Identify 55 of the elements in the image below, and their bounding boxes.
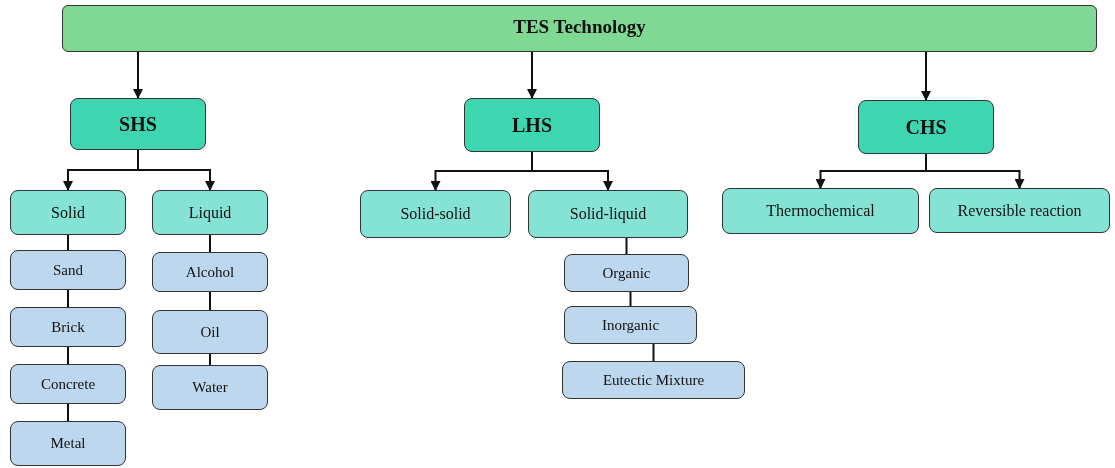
node-label: Solid [51, 203, 85, 222]
arrow [531, 151, 613, 191]
node-label: Oil [200, 323, 220, 341]
connector-line [652, 343, 655, 362]
category-box [152, 310, 268, 354]
node-label: Concrete [40, 375, 96, 393]
connector-line [67, 346, 69, 365]
category-box [929, 188, 1110, 233]
category-box [152, 190, 268, 235]
node-label: CHS [905, 115, 947, 139]
category-box [70, 98, 206, 150]
arrow [137, 149, 215, 191]
category-box [360, 190, 511, 238]
category-box [152, 252, 268, 292]
category-box [152, 365, 268, 410]
category-box [10, 190, 126, 235]
node-label: Brick [51, 318, 85, 336]
connector-line [209, 234, 211, 253]
node-label: Solid-liquid [569, 205, 647, 223]
category-box [562, 361, 745, 399]
node-label: Alcohol [185, 263, 235, 281]
connector-line [67, 234, 69, 251]
node-label: LHS [512, 113, 552, 137]
category-box [564, 254, 689, 292]
category-box [722, 188, 919, 234]
node-label: Sand [53, 261, 83, 279]
connector-line [67, 289, 69, 308]
arrow [527, 51, 537, 99]
connector-line [629, 291, 632, 307]
arrow [921, 51, 931, 101]
connector-line [209, 291, 211, 311]
connector-line [625, 237, 628, 255]
node-label: Liquid [188, 203, 232, 222]
category-box [10, 250, 126, 290]
category-box [858, 100, 994, 154]
connector-line [209, 353, 211, 366]
node-label: Reversible reaction [957, 201, 1082, 220]
node-label: TES Technology [513, 16, 646, 38]
node-label: Solid-solid [400, 205, 471, 223]
category-box [528, 190, 688, 238]
node-label: Inorganic [601, 316, 660, 334]
arrow [133, 51, 143, 99]
node-label: Metal [50, 435, 86, 452]
node-label: Thermochemical [766, 202, 875, 220]
node-label: Water [192, 379, 228, 396]
category-box [10, 421, 126, 466]
connector-line [67, 403, 69, 422]
category-box [464, 98, 600, 152]
node-label: Organic [602, 264, 651, 282]
node-label: Eutectic Mixture [602, 371, 705, 389]
title-box [62, 5, 1097, 52]
node-label: SHS [119, 112, 157, 136]
category-box [10, 364, 126, 404]
category-box [10, 307, 126, 347]
category-box [564, 306, 697, 344]
